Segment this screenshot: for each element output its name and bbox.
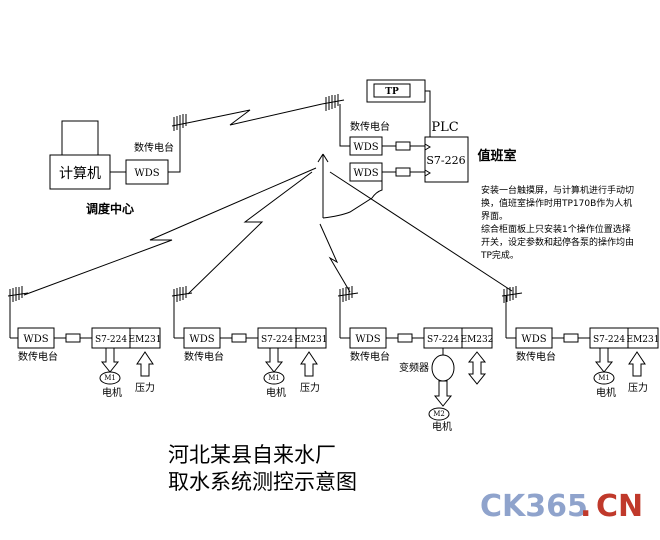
radio-link-station-4 [329, 171, 513, 292]
watermark-dot: . [580, 489, 591, 524]
radio-label: 数传电台 [516, 350, 556, 363]
motor-icon [428, 407, 450, 421]
em-label: EM231 [129, 335, 162, 345]
duty-wds-top-label: WDS [353, 142, 378, 153]
pressure-label: 压力 [135, 381, 155, 394]
computer-box [49, 154, 111, 190]
antenna-icon [171, 286, 193, 303]
diagram-title-line-2: 取水系统测控示意图 [168, 470, 357, 494]
station-1: WDS 数传电台 S7-224 EM231 M1 电机 压力 [7, 286, 162, 399]
radio-link-station-1 [23, 167, 317, 296]
duty-radio-label: 数传电台 [350, 120, 390, 133]
radio-link-center [191, 103, 323, 126]
station-2: WDS 数传电台 S7-224 EM231 M1 电机 压力 [171, 286, 328, 399]
arrow-down-icon [594, 347, 614, 373]
em-label: EM232 [461, 335, 494, 345]
em-box [627, 327, 659, 349]
wds-label: WDS [23, 334, 48, 345]
vfd-icon [431, 354, 455, 382]
station-4: WDS 数传电台 S7-224 EM231 M1 电机 压力 [501, 286, 660, 399]
tp-screen [373, 83, 411, 98]
connector [395, 141, 411, 151]
connector [563, 333, 579, 343]
relay-cable [322, 181, 383, 219]
radio-label: 数传电台 [184, 350, 224, 363]
antenna-icon [321, 94, 345, 111]
station-3: WDS 数传电台 S7-224 EM232 变频器 M2 电机 [337, 286, 494, 433]
motor-label: 电机 [596, 386, 616, 399]
vfd-label: 变频器 [399, 361, 429, 374]
arrow-down-icon [433, 380, 453, 407]
plc-label: S7-224 [593, 335, 625, 345]
diagram-title-line-1: 河北某县自来水厂 [168, 443, 336, 467]
arrow-up-icon [136, 351, 154, 377]
note-line: 开关，设定参数和起停各泵的操作均由 [481, 236, 634, 248]
connector [65, 333, 81, 343]
motor-id: M2 [433, 410, 445, 418]
plc-label: S7-224 [95, 335, 127, 345]
arrow-down-icon [264, 347, 284, 373]
connector [397, 333, 413, 343]
arrow-up-icon [300, 351, 318, 377]
plc-label: S7-224 [261, 335, 293, 345]
watermark-right: CN [596, 489, 643, 524]
motor-icon [263, 371, 285, 385]
plc-model: S7-226 [426, 154, 465, 167]
duty-wds-bottom-label: WDS [353, 168, 378, 179]
plc-box [424, 136, 469, 183]
note-line: 界面。 [481, 211, 508, 222]
pressure-label: 压力 [300, 381, 320, 394]
motor-label: 电机 [266, 386, 286, 399]
antenna-icon [317, 153, 329, 218]
em-box [129, 327, 161, 349]
motor-id: M1 [268, 374, 280, 382]
motor-id: M1 [598, 374, 610, 382]
radio-link-station-2 [187, 171, 313, 295]
note-line: 综合柜面板上只安装1个操作位置选择 [481, 223, 631, 235]
tp-label: TP [385, 87, 399, 97]
pressure-label: 压力 [628, 381, 648, 394]
dispatch-center: 计算机 WDS 数传电台 调度中心 [49, 114, 193, 216]
center-wds-box [125, 159, 169, 185]
notes: 安装一台触摸屏，与计算机进行手动切 换，值班室操作时用TP170B作为人机 界面… [480, 184, 634, 261]
note-line: 安装一台触摸屏，与计算机进行手动切 [481, 184, 634, 196]
em-label: EM231 [295, 335, 328, 345]
center-radio-label: 数传电台 [134, 141, 174, 154]
em-box [461, 327, 493, 349]
plc-label: S7-224 [427, 335, 459, 345]
arrow-updown-icon [467, 351, 487, 385]
note-line: 换，值班室操作时用TP170B作为人机 [481, 197, 632, 209]
arrow-up-icon [628, 351, 646, 377]
em-label: EM231 [627, 335, 660, 345]
connector [231, 333, 247, 343]
center-wds-label: WDS [134, 168, 159, 179]
connector [395, 167, 411, 177]
motor-label: 电机 [102, 386, 122, 399]
radio-link-station-3 [319, 223, 351, 293]
wds-label: WDS [521, 334, 546, 345]
antenna-icon [171, 114, 193, 131]
radio-label: 数传电台 [18, 350, 58, 363]
computer-label: 计算机 [59, 166, 101, 182]
dispatch-center-caption: 调度中心 [86, 201, 134, 216]
duty-room: TP 数传电台 WDS WDS PLC S7-226 值班室 [317, 79, 517, 219]
duty-room-caption: 值班室 [477, 148, 516, 164]
motor-id: M1 [104, 374, 116, 382]
arrow-down-icon [100, 347, 120, 373]
wds-label: WDS [189, 334, 214, 345]
motor-icon [99, 371, 121, 385]
wds-label: WDS [355, 334, 380, 345]
em-box [295, 327, 327, 349]
motor-label: 电机 [432, 420, 452, 433]
watermark-logo: CK365 . CN [480, 489, 643, 524]
watermark-left: CK365 [480, 489, 588, 524]
monitor-icon [61, 120, 99, 156]
radio-label: 数传电台 [350, 350, 390, 363]
note-line: TP完成。 [480, 249, 519, 261]
plc-label: PLC [431, 120, 458, 135]
antenna-icon [501, 286, 523, 303]
motor-icon [593, 371, 615, 385]
